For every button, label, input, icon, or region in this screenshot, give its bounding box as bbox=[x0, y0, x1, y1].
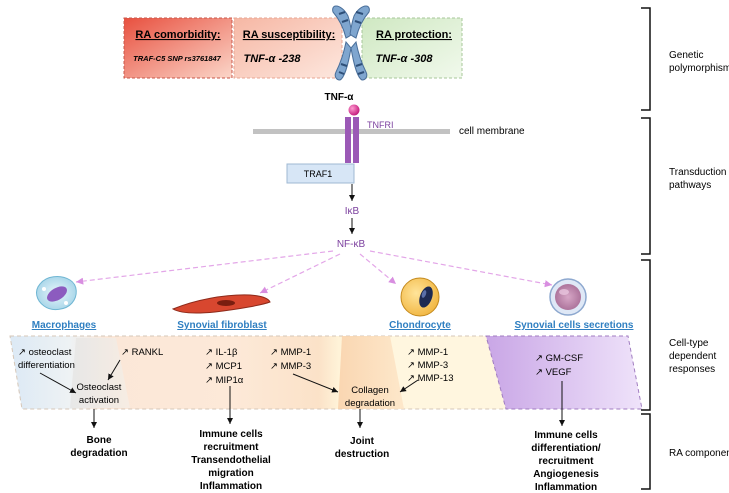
fibro-response-2: ↗ MIP1α bbox=[205, 375, 244, 386]
chondro-response-2: ↗ MMP-13 bbox=[407, 373, 454, 384]
macro-response-line1: ↗ osteoclast bbox=[18, 347, 72, 358]
fibro-mmp-0: ↗ MMP-1 bbox=[270, 347, 311, 358]
section-celltype-1: dependent bbox=[669, 351, 716, 362]
section-genetic-1: polymorphisms bbox=[669, 63, 729, 74]
section-transduction-0: Transduction bbox=[669, 167, 726, 178]
immune-3: migration bbox=[208, 468, 254, 479]
secretions-band bbox=[485, 335, 643, 410]
immune-2: Transendothelial bbox=[191, 455, 271, 466]
collagen-box bbox=[338, 336, 404, 409]
macrophages-label: Macrophages bbox=[32, 320, 97, 331]
comorbidity-title: RA comorbidity: bbox=[135, 29, 220, 41]
macro-response-line2: differentiation bbox=[18, 360, 75, 371]
fibroblast-icon bbox=[171, 294, 271, 314]
bone-0: Bone bbox=[87, 435, 112, 446]
section-genetic-0: Genetic bbox=[669, 50, 703, 61]
immune2-2: recruitment bbox=[538, 456, 594, 467]
section-celltype-2: responses bbox=[669, 364, 715, 375]
tnfri-receptor-right bbox=[353, 117, 359, 163]
tnfri-receptor-left bbox=[345, 117, 351, 163]
section-labels: Genetic polymorphisms Transduction pathw… bbox=[669, 50, 729, 459]
section-ra-0: RA component bbox=[669, 448, 729, 459]
collagen-line1: Collagen bbox=[351, 385, 389, 396]
chondro-response-1: ↗ MMP-3 bbox=[407, 360, 448, 371]
rankl-response: ↗ RANKL bbox=[121, 347, 163, 358]
transduction-pathway: TNF-α cell membrane TNFRI TRAF1 IκB NF-κ… bbox=[75, 92, 553, 294]
arrow-to-macrophages bbox=[75, 250, 334, 285]
fibroblast-label: Synovial fibroblast bbox=[177, 320, 267, 331]
susceptibility-box bbox=[233, 17, 343, 79]
nfkb-label: NF-κB bbox=[337, 239, 366, 250]
tnfri-label: TNFRI bbox=[367, 120, 394, 130]
section-transduction-1: pathways bbox=[669, 180, 711, 191]
cell-membrane bbox=[253, 129, 450, 134]
protection-box bbox=[361, 17, 463, 79]
immune2-3: Angiogenesis bbox=[533, 469, 599, 480]
susceptibility-title: RA susceptibility: bbox=[243, 29, 336, 41]
traf1-label: TRAF1 bbox=[304, 169, 333, 179]
protection-text: TNF-α -308 bbox=[376, 53, 434, 65]
joint-0: Joint bbox=[350, 436, 375, 447]
chondro-response-0: ↗ MMP-1 bbox=[407, 347, 448, 358]
arrow-to-fibroblast bbox=[259, 253, 341, 294]
tnf-alpha-ligand bbox=[348, 104, 360, 116]
section-brackets bbox=[641, 7, 651, 490]
macrophage-icon bbox=[36, 276, 77, 311]
chondrocyte-label: Chondrocyte bbox=[389, 320, 451, 331]
fibro-response-0: ↗ IL-1β bbox=[205, 347, 238, 358]
osteoclast-line1: Osteoclast bbox=[77, 382, 122, 393]
immune2-0: Immune cells bbox=[534, 430, 598, 441]
susceptibility-text: TNF-α -238 bbox=[244, 53, 302, 65]
bracket-transduction bbox=[641, 117, 651, 255]
osteoclast-line2: activation bbox=[79, 395, 119, 406]
arrow-to-secretions bbox=[369, 250, 553, 288]
arrow-to-chondrocyte bbox=[359, 253, 397, 285]
chondrocyte-icon bbox=[400, 277, 440, 317]
immune-0: Immune cells bbox=[199, 429, 263, 440]
bracket-ra bbox=[641, 413, 651, 490]
ikb-label: IκB bbox=[345, 206, 360, 217]
comorbidity-box bbox=[123, 17, 233, 79]
genetic-polymorphisms: RA comorbidity: TRAF-C5 SNP rs3761847 RA… bbox=[123, 5, 463, 81]
bracket-genetic bbox=[641, 7, 651, 111]
synovial-cell-icon bbox=[549, 278, 587, 316]
secretions-response-0: ↗ GM-CSF bbox=[535, 353, 583, 364]
tnf-alpha-label: TNF-α bbox=[325, 92, 355, 103]
traf1-box bbox=[286, 163, 355, 184]
bone-1: degradation bbox=[70, 448, 127, 459]
secretions-response-1: ↗ VEGF bbox=[535, 367, 572, 378]
immune2-1: differentiation/ bbox=[531, 443, 601, 454]
bracket-celltype bbox=[641, 259, 651, 411]
chromosome-icon bbox=[332, 5, 370, 81]
section-celltype-0: Cell-type bbox=[669, 338, 709, 349]
collagen-line2: degradation bbox=[345, 398, 395, 409]
immune2-4: Inflammation bbox=[535, 482, 597, 493]
response-band: ↗ osteoclast differentiation ↗ RANKL Ost… bbox=[9, 335, 643, 410]
joint-1: destruction bbox=[335, 449, 389, 460]
cell-membrane-label: cell membrane bbox=[459, 126, 525, 137]
fibro-response-1: ↗ MCP1 bbox=[205, 361, 242, 372]
cell-types: Macrophages Synovial fibroblast Chondroc… bbox=[32, 276, 634, 331]
secretions-label: Synovial cells secretions bbox=[515, 320, 634, 331]
osteoclast-box bbox=[70, 338, 130, 408]
comorbidity-text: TRAF-C5 SNP rs3761847 bbox=[133, 54, 222, 63]
ra-components: Bone degradation Immune cells recruitmen… bbox=[70, 429, 601, 493]
protection-title: RA protection: bbox=[376, 29, 452, 41]
immune-4: Inflammation bbox=[200, 481, 262, 492]
fibro-mmp-1: ↗ MMP-3 bbox=[270, 361, 311, 372]
immune-1: recruitment bbox=[203, 442, 259, 453]
